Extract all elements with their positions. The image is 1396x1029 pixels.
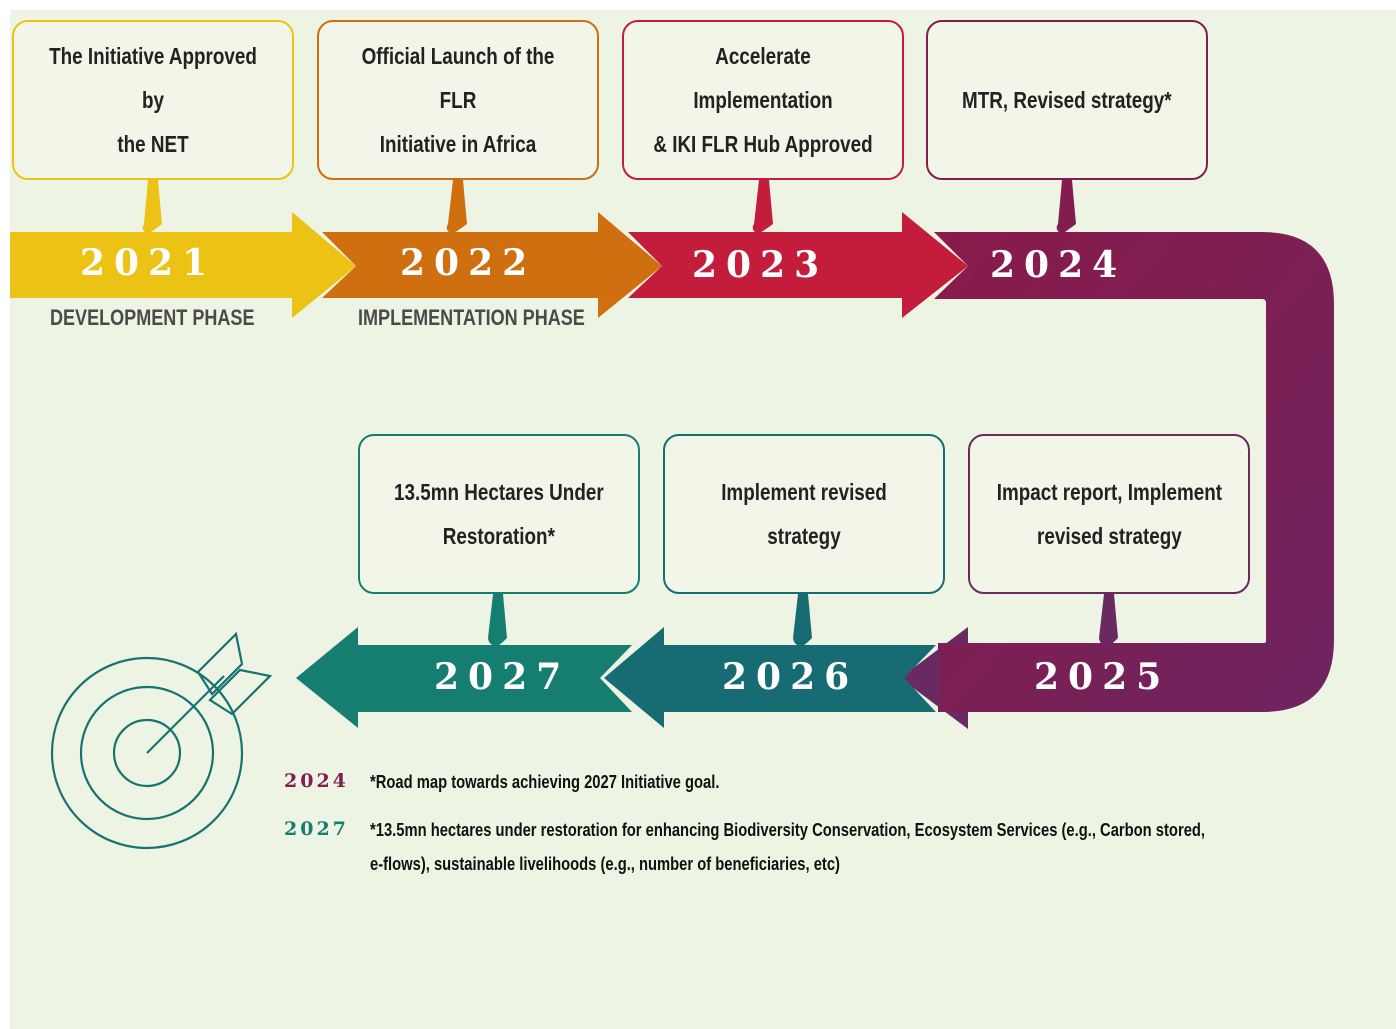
arrow-2025-head bbox=[900, 627, 968, 729]
note-text-2027: *13.5mn hectares under restoration for e… bbox=[370, 820, 1206, 840]
milestone-2023-text: Accelerate Implementation & IKI FLR Hub … bbox=[653, 43, 873, 157]
milestone-2022: Official Launch of the FLR Initiative in… bbox=[317, 20, 599, 180]
milestone-2026: Implement revised strategy bbox=[663, 434, 945, 594]
arrow-2023 bbox=[628, 212, 968, 318]
milestone-2024-text: MTR, Revised strategy* bbox=[962, 87, 1172, 113]
milestone-2021: The Initiative Approved by the NET bbox=[12, 20, 294, 180]
year-2022: 2022 bbox=[400, 242, 537, 284]
phase-development: DEVELOPMENT PHASE bbox=[50, 305, 255, 330]
milestone-2027-text: 13.5mn Hectares Under Restoration* bbox=[394, 479, 604, 549]
arrow-2021 bbox=[10, 212, 356, 318]
milestone-2021-text: The Initiative Approved by the NET bbox=[49, 43, 257, 157]
milestone-2024: MTR, Revised strategy* bbox=[926, 20, 1208, 180]
milestone-2022-text: Official Launch of the FLR Initiative in… bbox=[361, 43, 555, 157]
milestone-2025: Impact report, Implement revised strateg… bbox=[968, 434, 1250, 594]
arrow-2022 bbox=[322, 212, 662, 318]
note-year-2024: 2024 bbox=[284, 770, 349, 792]
year-2024: 2024 bbox=[990, 244, 1127, 286]
note-text-2027-cont: e-flows), sustainable livelihoods (e.g.,… bbox=[370, 854, 840, 874]
year-2021: 2021 bbox=[80, 242, 217, 284]
milestone-2025-text: Impact report, Implement revised strateg… bbox=[996, 479, 1222, 549]
year-2023: 2023 bbox=[692, 244, 829, 286]
year-2027: 2027 bbox=[434, 656, 571, 698]
milestone-2027: 13.5mn Hectares Under Restoration* bbox=[358, 434, 640, 594]
milestone-2026-text: Implement revised strategy bbox=[721, 479, 887, 549]
note-text-2024: *Road map towards achieving 2027 Initiat… bbox=[370, 772, 720, 792]
phase-implementation: IMPLEMENTATION PHASE bbox=[358, 305, 585, 330]
milestone-2023: Accelerate Implementation & IKI FLR Hub … bbox=[622, 20, 904, 180]
year-2026: 2026 bbox=[722, 656, 859, 698]
target-arrow-icon bbox=[50, 631, 273, 850]
arrow-2027 bbox=[296, 627, 632, 728]
arrow-2026 bbox=[604, 627, 936, 728]
arrow-2024-2025-band bbox=[934, 232, 1334, 712]
year-2025: 2025 bbox=[1034, 656, 1171, 698]
note-year-2027: 2027 bbox=[284, 818, 349, 840]
connectors bbox=[142, 180, 1118, 646]
